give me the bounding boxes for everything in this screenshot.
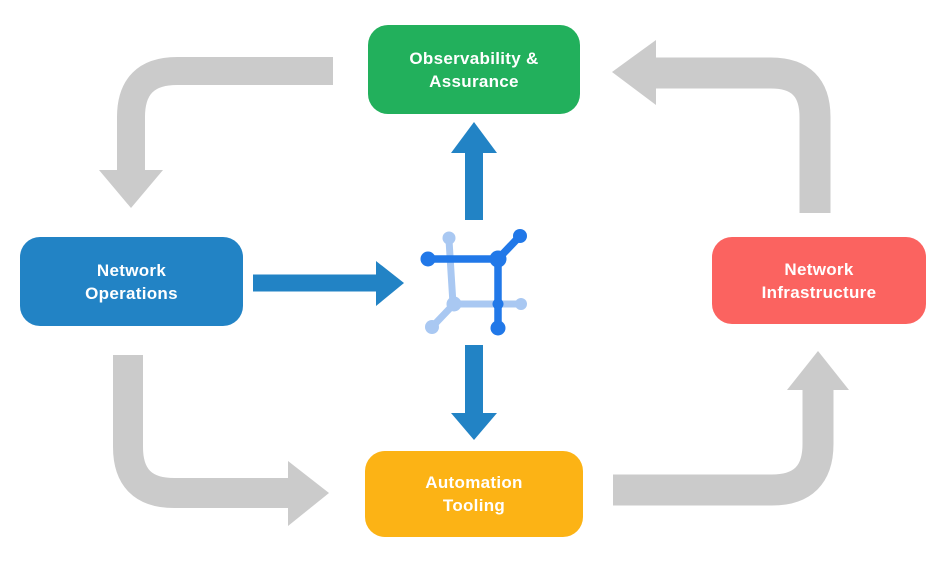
box-network-operations-label: Network Operations [85,260,178,303]
arrow-automation-to-infrastructure [613,351,849,506]
box-network-infrastructure: Network Infrastructure [712,237,926,324]
box-observability-assurance: Observability & Assurance [368,25,580,114]
box-automation-tooling: Automation Tooling [365,451,583,537]
arrow-operations-to-automation [113,355,329,526]
box-network-infrastructure-label: Network Infrastructure [761,259,877,302]
arrow-operations-to-hub [253,261,404,306]
box-observability-assurance-label: Observability & Assurance [409,48,539,91]
box-automation-tooling-label: Automation Tooling [425,473,523,515]
arrow-hub-to-automation [451,345,497,440]
arrow-observability-to-operations [99,57,333,208]
arrow-infrastructure-to-observability [612,40,831,213]
box-network-operations: Network Operations [20,237,243,326]
arrow-hub-to-observability [451,122,497,220]
network-nodes-icon [420,229,527,336]
